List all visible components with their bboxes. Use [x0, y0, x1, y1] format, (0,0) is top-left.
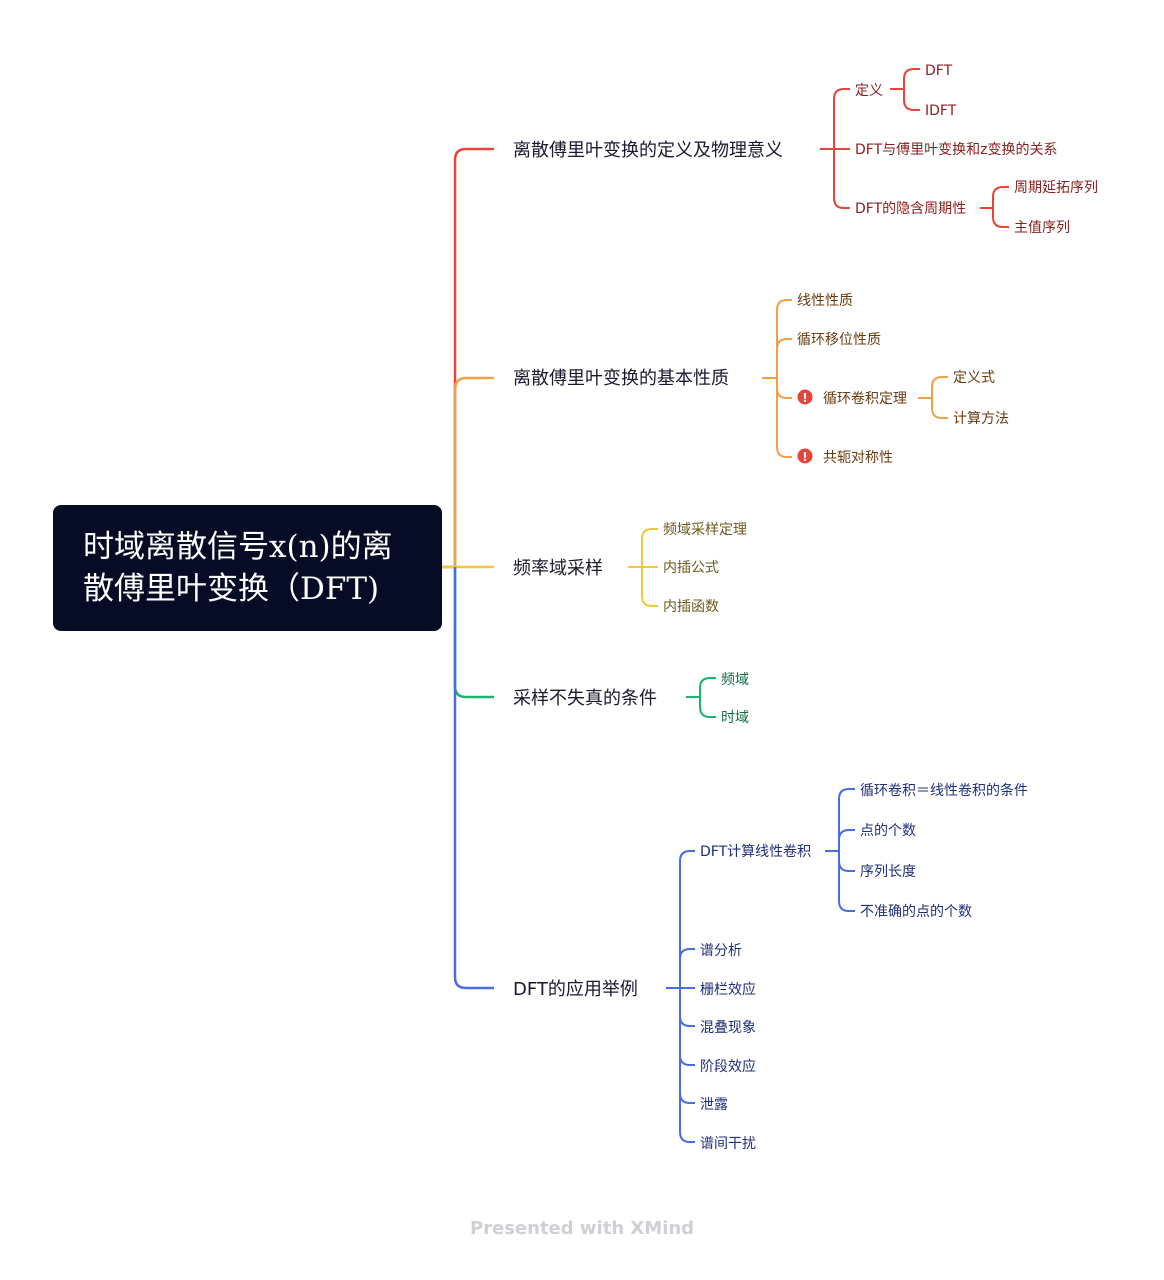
b1-node-definition[interactable]: 定义: [855, 83, 883, 99]
branch-2-connectors: [762, 299, 948, 458]
b1-node-periodicity[interactable]: DFT的隐含周期性: [855, 201, 966, 217]
branch-4-title[interactable]: 采样不失真的条件: [513, 688, 657, 709]
b5-node-picket-fence[interactable]: 栅栏效应: [700, 981, 756, 998]
b5-node-leakage[interactable]: 泄露: [700, 1097, 728, 1113]
warning-icon-mark: !: [802, 450, 807, 464]
b5-node-point-count[interactable]: 点的个数: [860, 823, 916, 839]
warning-icon-mark: !: [802, 391, 807, 405]
b5-node-sequence-length[interactable]: 序列长度: [860, 864, 916, 880]
b5-node-aliasing[interactable]: 混叠现象: [700, 1020, 756, 1036]
b1-node-idft[interactable]: IDFT: [925, 103, 957, 119]
branch-1-labels: 离散傅里叶变换的定义及物理意义 定义 DFT IDFT DFT与傅里叶变换和z变…: [513, 63, 1098, 236]
root-title: 时域离散信号x(n)的离散傅里叶变换（DFT): [83, 529, 393, 607]
b3-node-interp-formula[interactable]: 内插公式: [663, 560, 719, 576]
b1-node-dft[interactable]: DFT: [925, 63, 953, 79]
b2-node-calc-method[interactable]: 计算方法: [953, 411, 1009, 427]
branch-3-connectors: [628, 528, 658, 607]
b5-node-spectral-interference[interactable]: 谱间干扰: [700, 1136, 756, 1152]
branch-5-connectors: [666, 788, 855, 1143]
footer-credit: Presented with XMind: [469, 1218, 695, 1239]
warning-icon: [797, 448, 813, 464]
b2-node-conjugate-symmetry[interactable]: 共轭对称性: [823, 450, 893, 466]
b1-node-relation[interactable]: DFT与傅里叶变换和z变换的关系: [855, 141, 1058, 158]
b5-node-linear-convolution[interactable]: DFT计算线性卷积: [700, 844, 811, 860]
b1-node-periodic-extension[interactable]: 周期延拓序列: [1014, 180, 1098, 196]
branch-3-labels: 频率域采样 频域采样定理 内插公式 内插函数: [513, 522, 747, 615]
branch-2-title[interactable]: 离散傅里叶变换的基本性质: [513, 368, 729, 389]
branch-3-title[interactable]: 频率域采样: [513, 558, 603, 579]
b2-node-linearity[interactable]: 线性性质: [797, 293, 853, 309]
b5-node-spectral-analysis[interactable]: 谱分析: [700, 943, 742, 959]
b4-node-frequency-domain[interactable]: 频域: [721, 672, 749, 688]
branch-5-labels: DFT的应用举例 DFT计算线性卷积 循环卷积＝线性卷积的条件 点的个数 序列长…: [513, 782, 1028, 1152]
branch-4-labels: 采样不失真的条件 频域 时域: [513, 672, 749, 726]
b5-node-truncation[interactable]: 阶段效应: [700, 1058, 756, 1075]
root-node[interactable]: 时域离散信号x(n)的离散傅里叶变换（DFT): [53, 505, 442, 631]
b2-node-definition-formula[interactable]: 定义式: [953, 370, 995, 386]
branch-1-title[interactable]: 离散傅里叶变换的定义及物理意义: [513, 140, 783, 161]
b5-node-inaccurate-points[interactable]: 不准确的点的个数: [860, 904, 972, 920]
b2-node-circular-convolution[interactable]: 循环卷积定理: [823, 391, 907, 407]
b5-node-condition[interactable]: 循环卷积＝线性卷积的条件: [860, 782, 1028, 799]
b3-node-interp-function[interactable]: 内插函数: [663, 599, 719, 615]
branch-5-title[interactable]: DFT的应用举例: [513, 979, 638, 1000]
b1-node-principal-sequence[interactable]: 主值序列: [1014, 220, 1070, 236]
b2-node-circular-shift[interactable]: 循环移位性质: [797, 332, 881, 348]
warning-icon: [797, 389, 813, 405]
b4-node-time-domain[interactable]: 时域: [721, 710, 749, 726]
branch-1-connectors: [820, 68, 1009, 228]
b3-node-sampling-theorem[interactable]: 频域采样定理: [663, 522, 747, 538]
branch-2-labels: 离散傅里叶变换的基本性质 线性性质 循环移位性质 ! 循环卷积定理 定义式 计算…: [513, 293, 1009, 466]
root-connectors: [442, 147, 494, 990]
branch-4-connectors: [686, 677, 716, 718]
